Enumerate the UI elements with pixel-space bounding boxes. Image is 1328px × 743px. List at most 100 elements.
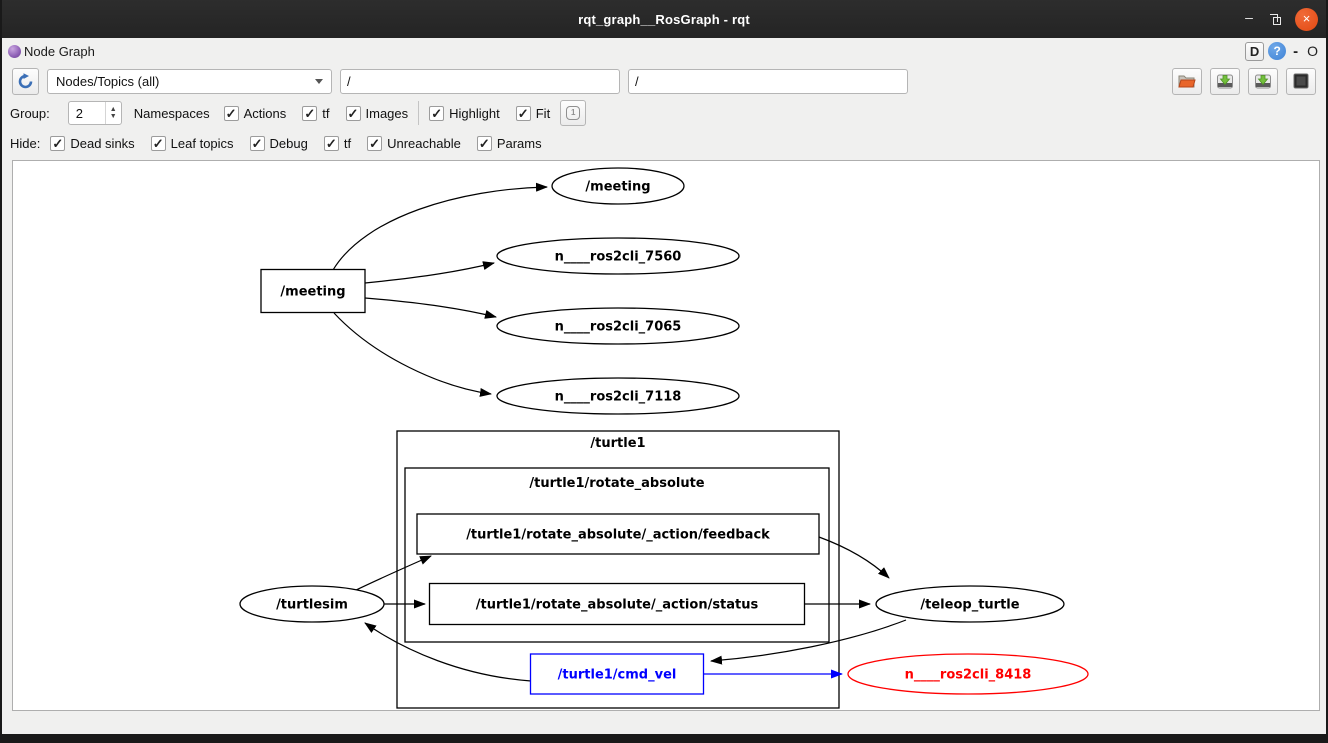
checkbox-debug[interactable]: ✓ Debug [249,135,308,151]
chevron-down-icon [315,78,323,84]
checkbox-icon: ✓ [302,105,318,121]
checkbox-label: Params [496,135,542,151]
checkbox-icon: ✓ [515,105,531,121]
graph-node-label-ros2cli_7118: n____ros2cli_7118 [555,390,682,405]
graph-edge-meeting_topic-to-ros2cli_7560 [364,261,495,284]
graph-node-meeting_topic [260,268,366,314]
graph-edge-meeting_topic-to-ros2cli_7065 [364,297,497,319]
checkbox-icon: ✓ [323,135,339,151]
save-image-icon [1255,74,1271,88]
graph-node-ros2cli_7065 [496,307,740,345]
checkbox-actions[interactable]: ✓ Actions [223,105,287,121]
graph-node-label-feedback_topic: /turtle1/rotate_absolute/_action/feedbac… [466,528,770,543]
save-dot-button[interactable] [1210,67,1240,95]
hide-label: Hide: [10,135,41,151]
load-dot-button[interactable] [1172,67,1202,95]
checkbox-label: Images [365,105,409,121]
checkbox-tf-group[interactable]: ✓ tf [302,105,330,121]
checkbox-label: Leaf topics [170,135,234,151]
checkbox-label: Highlight [449,105,500,121]
restore-button[interactable] [1270,13,1281,25]
graph-node-ros2cli_8418 [847,653,1089,695]
checkbox-label: Dead sinks [70,135,135,151]
graph-node-status_topic [428,582,806,626]
spinner-arrows-icon[interactable]: ▲▼ [104,102,121,124]
checkbox-fit[interactable]: ✓ Fit [515,105,551,121]
checkbox-icon: ✓ [50,135,66,151]
checkbox-label: Debug [269,135,308,151]
graph-edge-teleop_turtle-to-cmd_vel_topic [710,619,907,665]
checkbox-label: Fit [535,105,551,121]
close-button[interactable]: × [1295,7,1318,31]
checkbox-icon: ✓ [429,105,445,121]
dock-title: Node Graph [24,43,95,59]
window-bottom-edge [2,734,1326,743]
graph-cluster-rotate_absolute [404,467,830,643]
graph-node-ros2cli_7118 [496,377,740,415]
checkbox-highlight[interactable]: ✓ Highlight [429,105,500,121]
checkbox-dead-sinks[interactable]: ✓ Dead sinks [50,135,135,151]
checkbox-leaf-topics[interactable]: ✓ Leaf topics [150,135,234,151]
checkbox-label: tf [343,135,352,151]
graph-edge-meeting_topic-to-meeting_node [332,182,548,271]
graph-canvas[interactable]: /turtle1/turtle1/rotate_absolute/meeting… [12,160,1320,711]
snapshot-icon: 1 [566,106,581,120]
title-bar: rqt_graph__RosGraph - rqt – × [2,0,1326,38]
graph-node-label-meeting_topic: /meeting [280,285,345,300]
group-spinbox[interactable]: 2 ▲▼ [67,101,122,125]
plugin-icon [8,44,21,58]
topic-filter-input[interactable] [628,68,908,94]
checkbox-label: Unreachable [387,135,461,151]
checkbox-icon: ✓ [223,105,239,121]
refresh-button[interactable] [12,67,39,95]
graph-node-ros2cli_7560 [496,237,740,275]
graph-node-label-cmd_vel_topic: /turtle1/cmd_vel [558,668,677,683]
graph-node-label-turtlesim: /turtlesim [276,598,348,613]
checkbox-icon: ✓ [249,135,265,151]
graph-cluster-label-rotate_absolute: /turtle1/rotate_absolute [529,476,704,491]
graph-cluster-turtle1 [396,430,840,709]
save-dot-icon [1217,74,1233,88]
graph-node-label-status_topic: /turtle1/rotate_absolute/_action/status [476,598,759,613]
checkbox-icon: ✓ [150,135,166,151]
save-image-button[interactable] [1248,67,1278,95]
minimize-button[interactable]: – [1245,9,1253,25]
window-title: rqt_graph__RosGraph - rqt [578,11,750,27]
checkbox-icon: ✓ [476,135,492,151]
checkbox-images[interactable]: ✓ Images [345,105,409,121]
screenshot-icon [1293,73,1309,89]
graph-node-label-ros2cli_8418: n____ros2cli_8418 [905,668,1032,683]
graph-node-cmd_vel_topic [529,653,705,695]
graph-edge-meeting_topic-to-ros2cli_7118 [333,312,492,397]
separator [418,101,420,125]
refresh-icon [18,72,33,88]
graph-edge-turtlesim-to-feedback_topic [353,555,432,592]
graph-node-teleop_turtle [875,585,1065,623]
node-filter-input[interactable] [340,68,620,94]
checkbox-tf-hide[interactable]: ✓ tf [323,135,352,151]
graph-type-select[interactable]: Nodes/Topics (all) [47,68,332,94]
dock-minimize-button[interactable]: - [1293,42,1299,60]
restore-icon [1270,13,1278,22]
graph-node-label-ros2cli_7065: n____ros2cli_7065 [555,320,682,335]
graph-node-label-teleop_turtle: /teleop_turtle [920,598,1019,613]
graph-edge-cmd_vel_topic-to-turtlesim [364,622,532,682]
checkbox-unreachable[interactable]: ✓ Unreachable [367,135,461,151]
node-graph-svg: /turtle1/turtle1/rotate_absolute/meeting… [239,167,1089,709]
snapshot-button[interactable]: 1 [560,100,587,126]
dock-detach-button[interactable]: D [1245,41,1265,61]
checkbox-label: Actions [243,105,287,121]
checkbox-icon: ✓ [345,105,361,121]
dock-header: Node Graph D ? - O [2,38,1326,64]
graph-node-meeting_node [551,167,685,205]
screenshot-button[interactable] [1286,67,1316,95]
graph-toolbar: Nodes/Topics (all) [2,64,1326,98]
folder-open-icon [1178,75,1196,88]
graph-cluster-label-turtle1: /turtle1 [590,436,645,451]
restore-icon [1273,16,1281,25]
options-row: Group: 2 ▲▼ Namespaces ✓ Actions ✓ tf ✓ … [2,98,1326,128]
help-icon[interactable]: ? [1268,42,1287,60]
dock-float-button[interactable]: O [1307,43,1318,59]
checkbox-params[interactable]: ✓ Params [476,135,542,151]
